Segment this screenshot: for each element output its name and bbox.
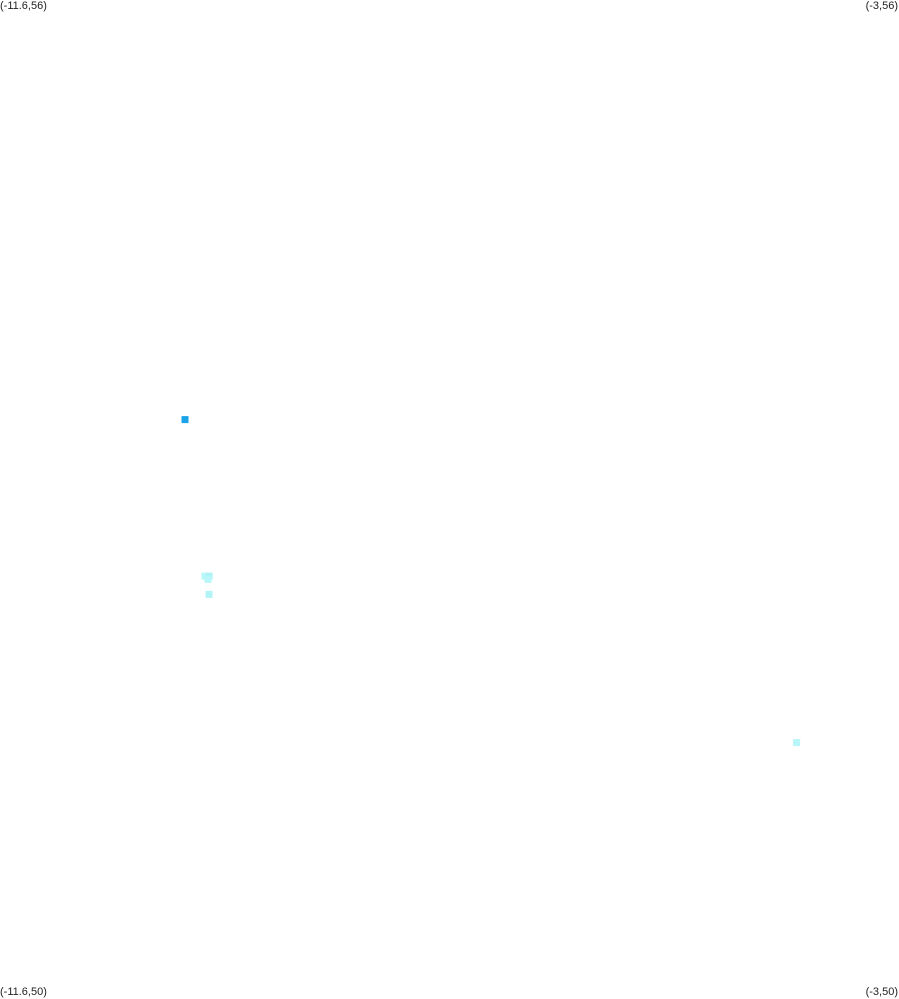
- corner-label-bottom-left: (-11.6,50): [0, 986, 47, 998]
- map-point-1: [181, 416, 189, 424]
- corner-label-bottom-right: (-3,50): [865, 986, 898, 998]
- corner-label-top-left: (-11.6,56): [0, 0, 47, 12]
- map-point-5: [205, 590, 213, 598]
- map-point-6: [793, 739, 801, 747]
- corner-label-top-right: (-3,56): [865, 0, 898, 12]
- map-point-4: [204, 575, 212, 583]
